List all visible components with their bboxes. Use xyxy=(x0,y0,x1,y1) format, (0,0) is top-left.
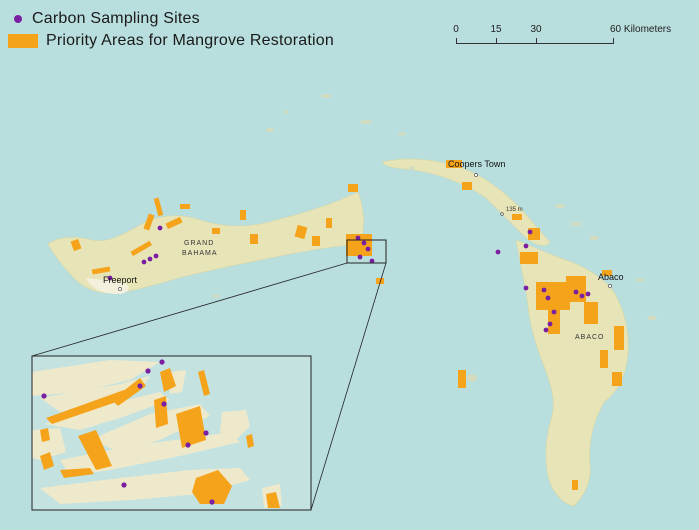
sampling-site xyxy=(147,256,153,262)
sampling-site xyxy=(495,249,501,255)
sampling-site xyxy=(361,240,367,246)
sampling-site xyxy=(121,482,127,488)
sampling-site xyxy=(159,359,165,365)
sampling-site xyxy=(551,309,557,315)
inset-sampling-sites xyxy=(41,359,215,505)
inset-locator-box xyxy=(346,239,387,264)
sampling-site xyxy=(141,259,147,265)
map-legend: Carbon Sampling Sites Priority Areas for… xyxy=(8,8,334,52)
scale-tick xyxy=(496,38,497,44)
sampling-site xyxy=(355,235,361,241)
sampling-site xyxy=(523,243,529,249)
sampling-site xyxy=(157,225,163,231)
inset-restoration-areas xyxy=(40,368,280,508)
sampling-site xyxy=(579,293,585,299)
label-elevation: 135 m xyxy=(506,207,523,213)
scale-label-0: 0 xyxy=(453,24,459,35)
freeport-peninsula xyxy=(86,278,129,294)
sampling-site xyxy=(203,430,209,436)
sampling-site xyxy=(145,368,151,374)
sampling-site xyxy=(523,285,529,291)
cays xyxy=(212,94,657,382)
inset-connector-right xyxy=(310,262,387,511)
legend-restoration-label: Priority Areas for Mangrove Restoration xyxy=(46,32,334,49)
sampling-site xyxy=(369,258,375,264)
label-freeport: Freeport xyxy=(103,275,138,285)
scale-tick xyxy=(536,38,537,44)
sampling-site xyxy=(585,291,591,297)
sampling-site xyxy=(545,295,551,301)
label-bahama: BAHAMA xyxy=(182,250,218,257)
inset-map xyxy=(31,355,312,511)
label-coopers-town: Coopers Town xyxy=(448,159,506,169)
sampling-site xyxy=(161,401,167,407)
scale-tick xyxy=(456,38,457,44)
sampling-site xyxy=(107,275,113,281)
legend-sampling-label: Carbon Sampling Sites xyxy=(32,10,200,27)
label-abaco-town: Abaco xyxy=(598,272,624,282)
scale-label-60: 60 Kilometers xyxy=(610,24,672,35)
sampling-site xyxy=(527,229,533,235)
scale-label-30: 30 xyxy=(530,24,542,35)
label-abaco-island: ABACO xyxy=(575,334,605,341)
scale-tick xyxy=(613,38,614,44)
label-grand: GRAND xyxy=(184,240,215,247)
restoration-area-symbol xyxy=(8,34,38,48)
inset-connector-left xyxy=(31,262,348,357)
sampling-site xyxy=(573,289,579,295)
sampling-site xyxy=(357,254,363,260)
sampling-site-symbol xyxy=(14,15,22,23)
scale-line xyxy=(456,43,614,44)
legend-row-sampling: Carbon Sampling Sites xyxy=(8,8,334,30)
scale-bar: 0 15 30 60 Kilometers xyxy=(453,24,688,54)
legend-row-restoration: Priority Areas for Mangrove Restoration xyxy=(8,30,334,52)
sampling-site xyxy=(547,321,553,327)
sampling-site xyxy=(185,442,191,448)
sampling-site xyxy=(541,287,547,293)
inset-frame xyxy=(31,355,312,511)
sampling-site xyxy=(137,383,143,389)
sampling-site xyxy=(365,246,371,252)
sampling-site xyxy=(543,327,549,333)
sampling-sites-main xyxy=(107,225,591,333)
town-markers xyxy=(118,173,612,291)
scale-label-15: 15 xyxy=(490,24,502,35)
sampling-site xyxy=(41,393,47,399)
sampling-site xyxy=(209,499,215,505)
sampling-site xyxy=(153,253,159,259)
